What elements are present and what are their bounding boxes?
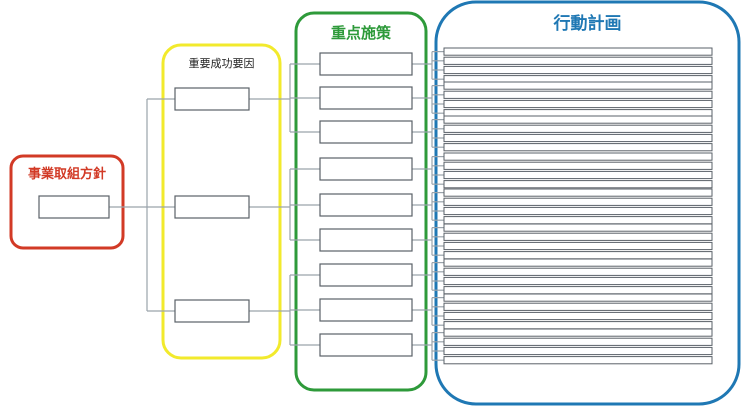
action-plan-row[interactable] bbox=[443, 81, 713, 90]
action-plan-row[interactable] bbox=[443, 293, 713, 302]
measure-box[interactable] bbox=[319, 193, 413, 217]
action-plan-row[interactable] bbox=[443, 346, 713, 356]
action-plan-row[interactable] bbox=[443, 223, 713, 232]
action-plan-row[interactable] bbox=[443, 311, 713, 321]
measure-box[interactable] bbox=[319, 228, 413, 252]
action-plan-row[interactable] bbox=[443, 321, 713, 330]
policy-input-box[interactable] bbox=[38, 195, 110, 219]
success-factor-box[interactable] bbox=[174, 195, 250, 219]
action-plan-row[interactable] bbox=[443, 133, 713, 143]
action-plan-title: 行動計画 bbox=[553, 14, 622, 34]
action-plan-row[interactable] bbox=[443, 286, 713, 295]
success-factor-title: 重要成功要因 bbox=[188, 57, 255, 70]
measure-box[interactable] bbox=[319, 86, 413, 110]
action-plan-row[interactable] bbox=[443, 188, 713, 197]
measure-box[interactable] bbox=[319, 333, 413, 357]
action-plan-row[interactable] bbox=[443, 180, 713, 189]
action-plan-row[interactable] bbox=[443, 232, 713, 241]
measures-title: 重点施策 bbox=[330, 24, 391, 42]
policy-frame bbox=[9, 154, 125, 250]
action-plan-row[interactable] bbox=[443, 124, 713, 133]
measure-box[interactable] bbox=[319, 52, 413, 76]
action-plan-row[interactable] bbox=[443, 328, 713, 337]
success-factor-box[interactable] bbox=[174, 87, 250, 111]
measure-box[interactable] bbox=[319, 298, 413, 322]
action-plan-row[interactable] bbox=[443, 115, 713, 124]
action-plan-row[interactable] bbox=[443, 197, 713, 206]
connector-lines bbox=[109, 50, 444, 361]
success-factor-box[interactable] bbox=[174, 299, 250, 323]
action-plan-row[interactable] bbox=[443, 251, 713, 260]
diagram-boxes bbox=[38, 47, 713, 365]
action-plan-row[interactable] bbox=[443, 90, 713, 99]
action-plan-row[interactable] bbox=[443, 302, 713, 311]
action-plan-row[interactable] bbox=[443, 276, 713, 286]
action-plan-row[interactable] bbox=[443, 56, 713, 65]
action-plan-row[interactable] bbox=[443, 258, 713, 267]
measure-box[interactable] bbox=[319, 120, 413, 144]
measures-frame bbox=[294, 11, 428, 392]
action-plan-row[interactable] bbox=[443, 241, 713, 251]
action-plan-row[interactable] bbox=[443, 99, 713, 109]
action-plan-row[interactable] bbox=[443, 47, 713, 56]
success-factor-frame bbox=[161, 43, 282, 360]
policy-title: 事業取組方針 bbox=[27, 167, 106, 182]
action-plan-row[interactable] bbox=[443, 143, 713, 152]
action-plan-row[interactable] bbox=[443, 65, 713, 75]
action-plan-row[interactable] bbox=[443, 152, 713, 161]
measure-box[interactable] bbox=[319, 157, 413, 181]
action-plan-frame bbox=[434, 0, 741, 406]
measure-box[interactable] bbox=[319, 263, 413, 287]
action-plan-row[interactable] bbox=[443, 267, 713, 276]
action-plan-row[interactable] bbox=[443, 170, 713, 180]
action-plan-row[interactable] bbox=[443, 161, 713, 170]
action-plan-row[interactable] bbox=[443, 206, 713, 216]
action-plan-row[interactable] bbox=[443, 337, 713, 346]
action-plan-row[interactable] bbox=[443, 216, 713, 225]
action-plan-row[interactable] bbox=[443, 356, 713, 365]
